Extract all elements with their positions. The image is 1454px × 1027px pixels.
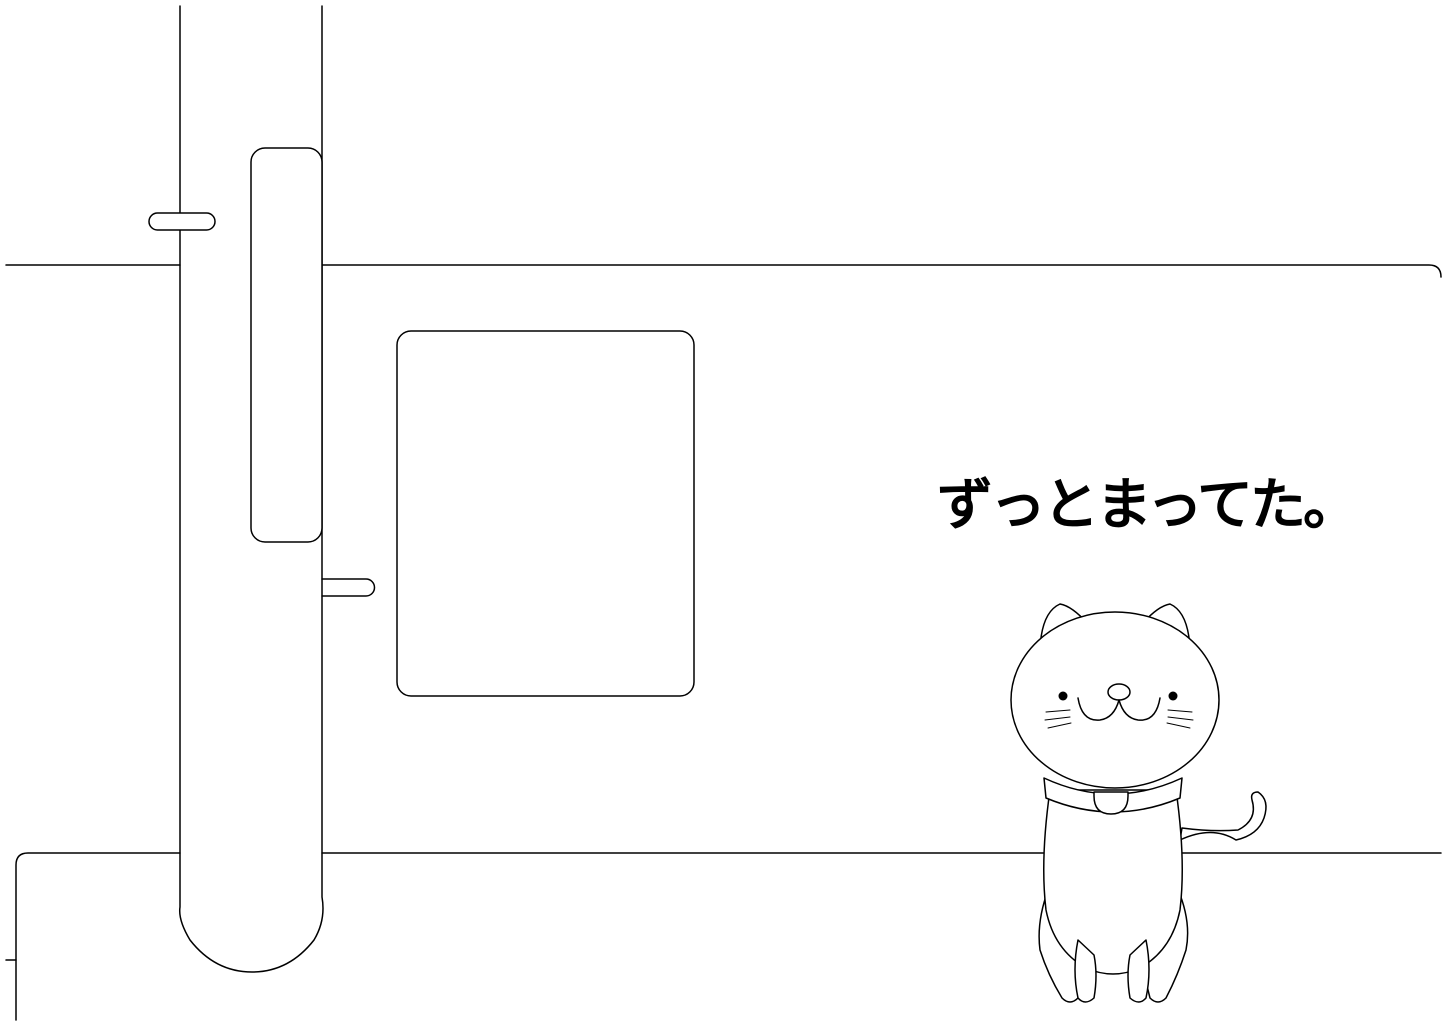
pillar: [178, 5, 324, 973]
cat-left-whiskers: [1044, 709, 1072, 729]
cat-tail: [1179, 791, 1267, 841]
peg-upper: [148, 212, 216, 231]
peg-lower: [321, 578, 376, 597]
cat-right-whiskers: [1166, 709, 1194, 729]
cat-right-eye: [1168, 691, 1178, 701]
caption-text: ずっとまってた。: [937, 473, 1359, 538]
counter-top-left: [15, 852, 181, 1021]
cat-icon: [1010, 603, 1267, 1003]
cat-bell: [1093, 791, 1129, 815]
cat-mouth: [1077, 697, 1161, 721]
window-frame: [396, 330, 695, 697]
cat-nose: [1107, 683, 1131, 701]
cat-right-paw: [1127, 939, 1150, 1003]
cat-left-paw: [1074, 939, 1097, 1003]
wall-top-line: [321, 264, 1442, 278]
cat-left-eye: [1058, 691, 1068, 701]
cat-body: [1043, 789, 1183, 975]
sign-board: [250, 147, 323, 543]
